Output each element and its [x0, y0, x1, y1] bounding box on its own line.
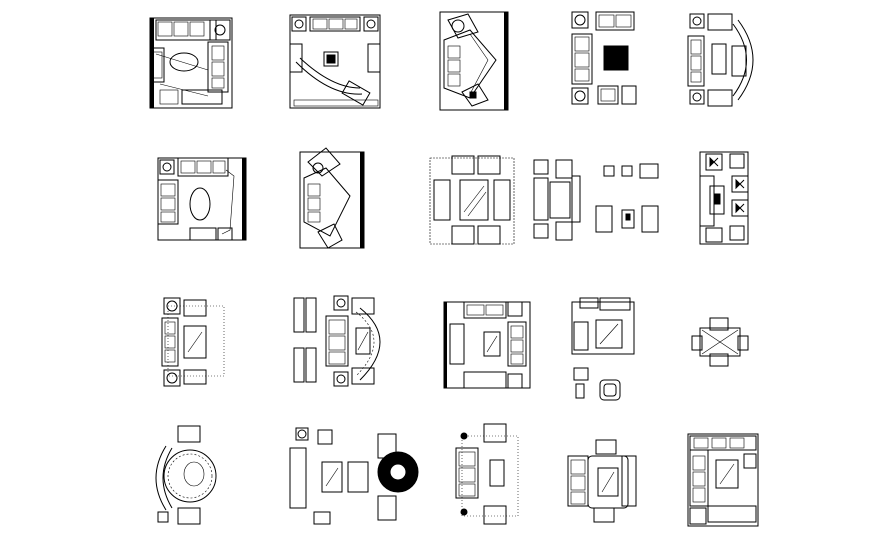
sofa-set-with-plants-icon: [699, 151, 749, 245]
sofa-and-armchair-groups-icon: [533, 159, 659, 241]
sofa-set-with-half-round-rug-icon: [293, 295, 381, 387]
sofa-set-with-black-table-icon: [571, 11, 637, 105]
sofa-set-with-round-table-icon: [289, 427, 419, 525]
sofa-set-with-oval-table-2-icon: [157, 157, 247, 241]
small-table-with-chairs-icon: [691, 317, 749, 367]
corner-sofa-with-square-table-icon: [289, 14, 381, 109]
sofa-set-with-plant-rug-icon: [455, 423, 519, 525]
curved-sofa-with-round-rug-icon: [155, 425, 217, 525]
sofa-set-with-ottomans-icon: [571, 297, 635, 401]
sofa-set-in-frame-icon: [443, 301, 531, 389]
sofa-with-curved-rug-icon: [687, 13, 754, 107]
angled-sectional-sofa-icon: [439, 11, 509, 111]
angled-sectional-sofa-2-icon: [299, 147, 365, 249]
armchair-set-with-rug-icon: [429, 155, 515, 245]
sofa-set-with-dotted-rug-icon: [161, 297, 225, 387]
sofa-set-with-cushions-icon: [567, 439, 637, 523]
sofa-set-with-oval-table-icon: [149, 17, 233, 109]
sectional-sofa-with-rug-icon: [687, 433, 759, 527]
